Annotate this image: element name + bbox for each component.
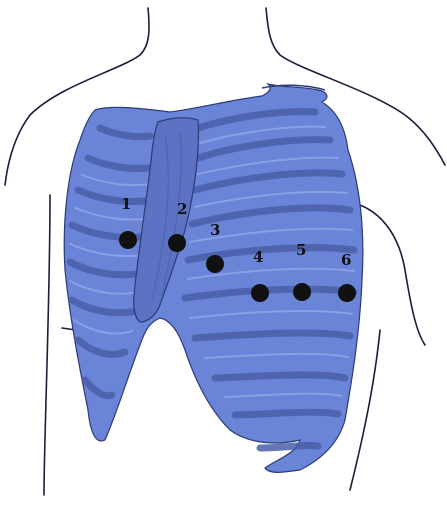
ribcage bbox=[64, 84, 363, 472]
right-arm-line bbox=[360, 205, 425, 345]
electrode-v5 bbox=[293, 283, 311, 301]
electrode-v1 bbox=[119, 231, 137, 249]
electrode-v2 bbox=[168, 234, 186, 252]
electrode-v3 bbox=[206, 255, 224, 273]
electrode-v3-label: 3 bbox=[210, 221, 220, 239]
electrode-v6-label: 6 bbox=[341, 251, 351, 269]
electrode-v6 bbox=[338, 284, 356, 302]
electrode-v4-label: 4 bbox=[253, 248, 263, 266]
right-rib-10 bbox=[260, 445, 318, 448]
electrode-v5-label: 5 bbox=[296, 241, 306, 259]
electrode-v4 bbox=[251, 284, 269, 302]
left-arm-line bbox=[44, 195, 50, 495]
electrode-v1-label: 1 bbox=[121, 195, 131, 213]
right-rib-8 bbox=[215, 375, 345, 378]
electrode-v2-label: 2 bbox=[177, 200, 187, 218]
right-rib-9 bbox=[235, 412, 338, 415]
